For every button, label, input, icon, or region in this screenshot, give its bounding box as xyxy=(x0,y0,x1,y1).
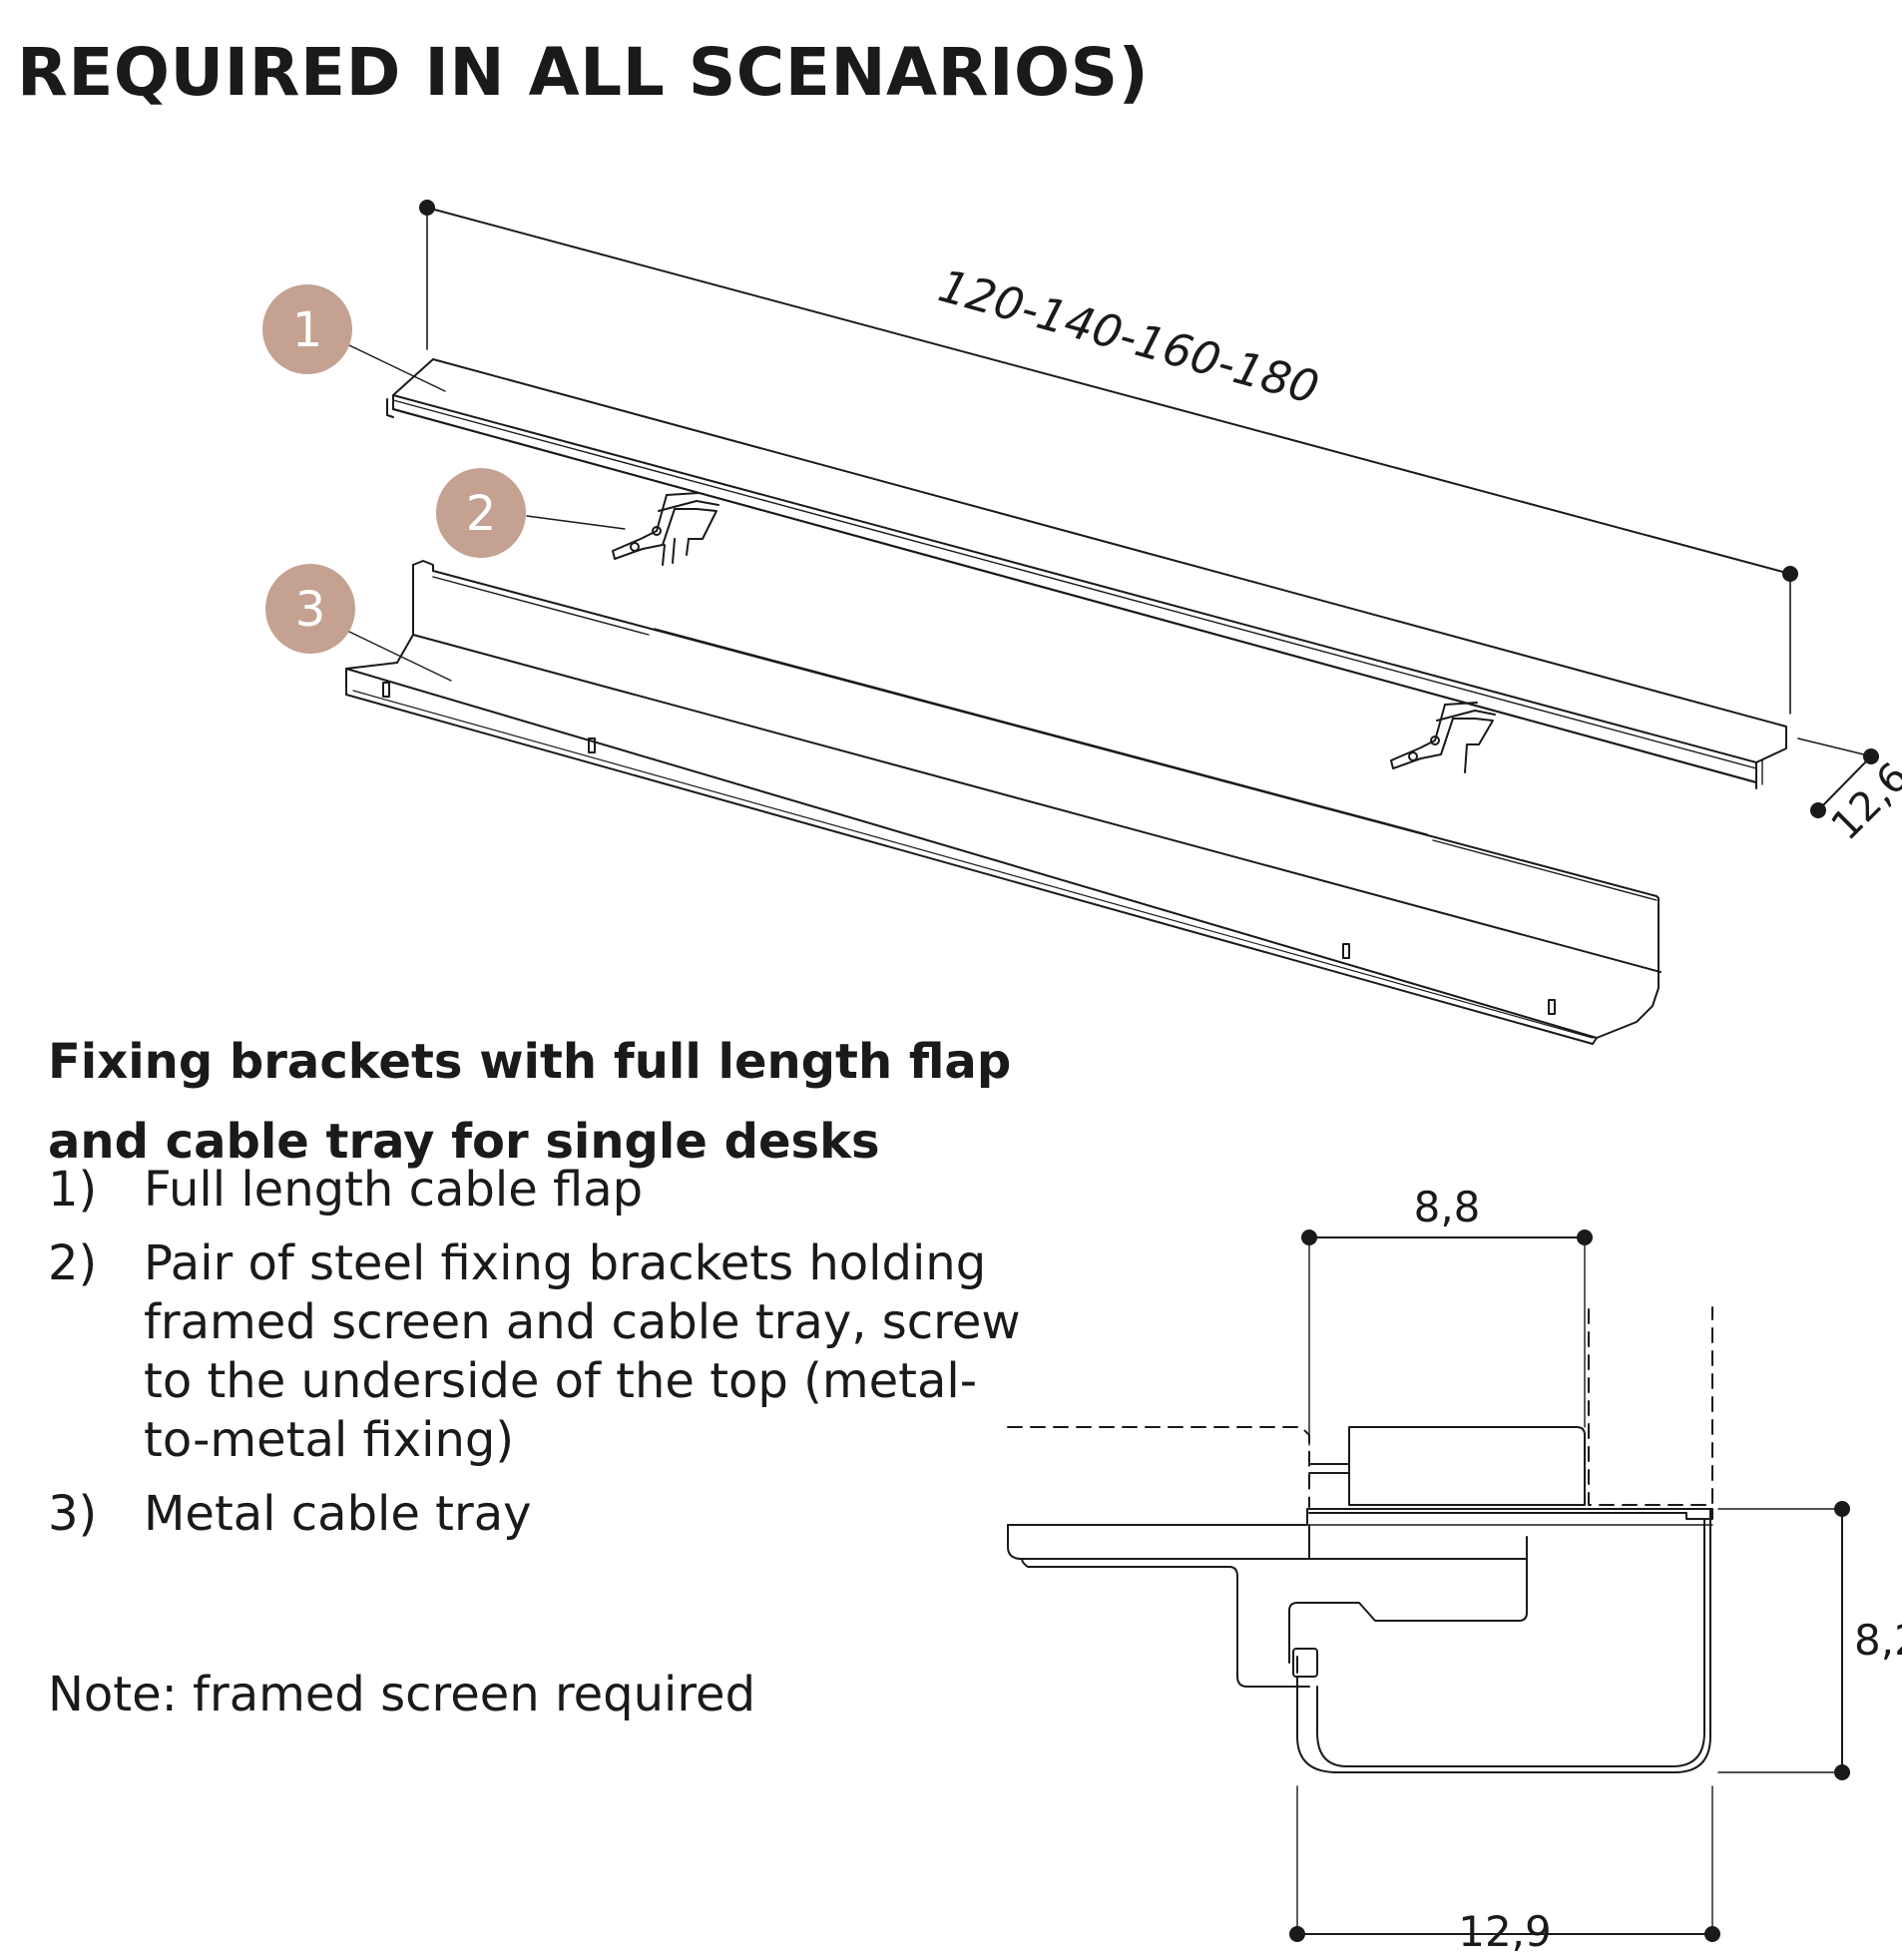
callout-number-2: 2 xyxy=(466,486,497,542)
desk-top-outline xyxy=(1007,1306,1713,1508)
length-dimension-label: 120-140-160-180 xyxy=(933,259,1324,415)
list-item: 3) Metal cable tray xyxy=(48,1485,1036,1544)
dimension-dot xyxy=(1834,1764,1850,1780)
fixing-bracket-right xyxy=(1390,702,1496,773)
list-item-number: 2) xyxy=(48,1235,98,1291)
dimension-dot xyxy=(1577,1229,1593,1245)
bottom-width-dimension-line xyxy=(1296,1785,1713,1935)
height-dimension-line xyxy=(1717,1508,1843,1773)
dimension-dot xyxy=(1301,1229,1317,1245)
cable-tray-drawing xyxy=(345,560,1662,1045)
callout-leader-1 xyxy=(348,344,446,392)
fixing-bracket-left xyxy=(612,492,719,566)
cable-flap-drawing xyxy=(386,358,1787,789)
section-profile-drawing xyxy=(1007,1508,1713,1773)
callout-badge-1: 1 xyxy=(262,284,352,374)
list-item-text: Metal cable tray xyxy=(144,1486,532,1542)
length-dimension-line xyxy=(426,207,1791,715)
bottom-width-label: 12,9 xyxy=(1458,1907,1552,1956)
component-list: 1) Full length cable flap 2) Pair of ste… xyxy=(48,1161,1036,1559)
callout-leader-2 xyxy=(526,515,626,530)
callout-number-3: 3 xyxy=(295,582,326,638)
list-item-text: Pair of steel fixing brackets holding fr… xyxy=(144,1235,1021,1468)
dimension-dot xyxy=(1834,1501,1850,1517)
dimension-dot xyxy=(1704,1926,1720,1942)
list-item-text: Full length cable flap xyxy=(144,1162,644,1218)
dimension-dot xyxy=(1863,748,1879,764)
callout-number-1: 1 xyxy=(292,302,323,358)
list-item: 1) Full length cable flap xyxy=(48,1161,1036,1220)
dimension-dot xyxy=(1810,802,1826,818)
dimension-dot xyxy=(419,200,435,216)
dimension-dot xyxy=(1289,1926,1305,1942)
callout-badge-3: 3 xyxy=(265,564,355,654)
list-item-number: 1) xyxy=(48,1162,98,1218)
callout-badge-2: 2 xyxy=(436,468,526,558)
list-item-number: 3) xyxy=(48,1486,98,1542)
list-item: 2) Pair of steel fixing brackets holding… xyxy=(48,1234,1036,1470)
height-label: 8,2 xyxy=(1854,1616,1902,1665)
note-text: Note: framed screen required xyxy=(48,1667,756,1722)
product-title: Fixing brackets with full length flap an… xyxy=(48,1034,1012,1170)
depth-dimension-line xyxy=(1797,737,1873,811)
depth-dimension-label: 12,6 xyxy=(1823,754,1902,850)
framed-screen-drawing xyxy=(1308,1426,1586,1506)
page-title: REQUIRED IN ALL SCENARIOS) xyxy=(17,34,1150,111)
top-width-label: 8,8 xyxy=(1414,1183,1481,1231)
top-width-dimension-line xyxy=(1308,1236,1586,1446)
callout-leader-3 xyxy=(346,630,452,682)
dimension-dot xyxy=(1782,566,1798,582)
